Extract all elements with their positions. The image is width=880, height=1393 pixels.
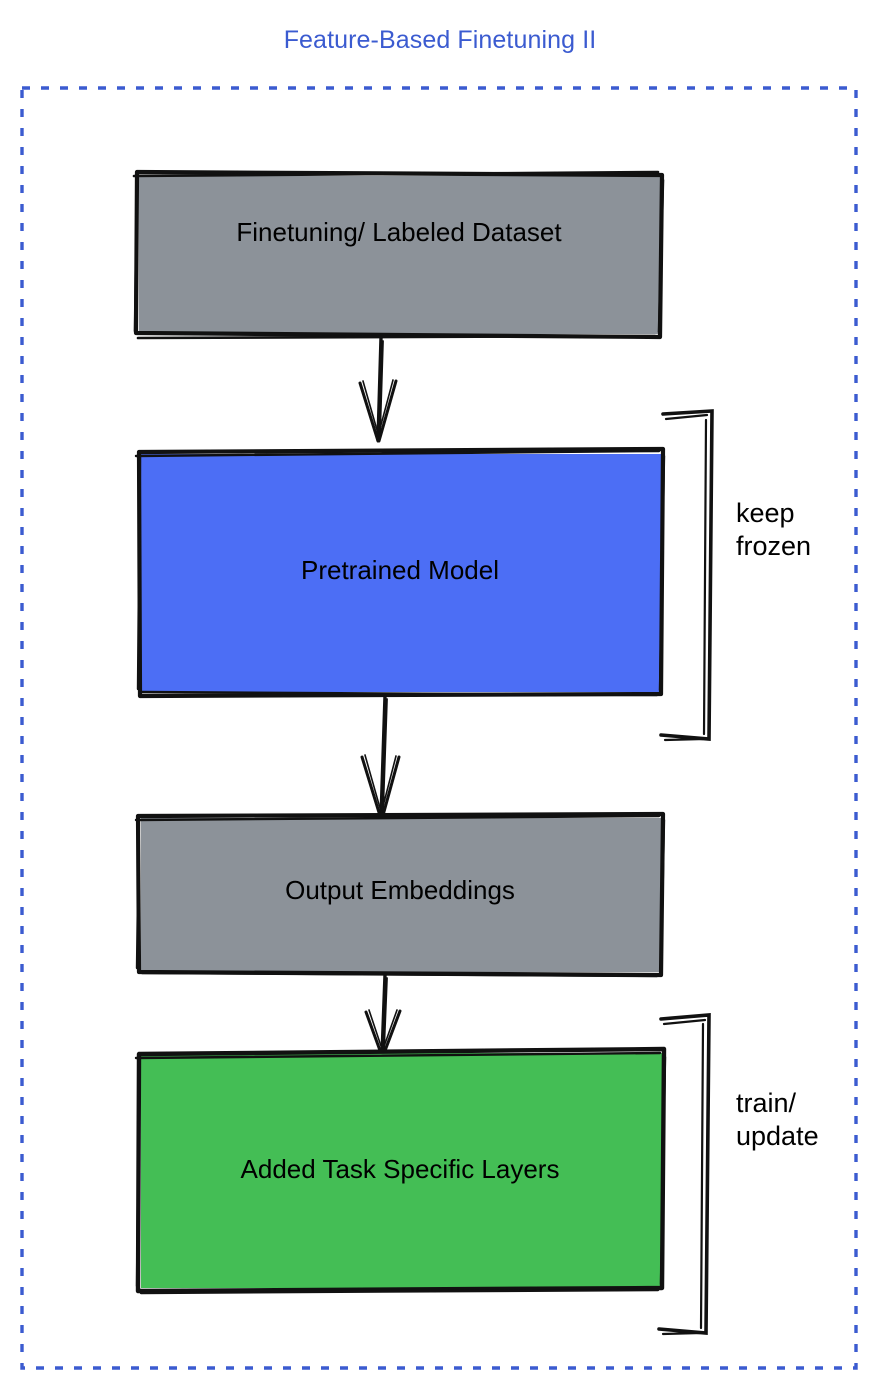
bracket-train-update [657, 1013, 711, 1336]
node-dataset-fill [139, 176, 661, 334]
node-task-layers-fill [141, 1053, 663, 1288]
node-task-layers-outline-sketch [134, 1051, 667, 1295]
edge-dataset-to-pretrained [358, 336, 398, 443]
node-embeddings-outline-sketch [134, 814, 666, 978]
node-task-layers[interactable] [134, 1046, 667, 1295]
annotation-keep-frozen-label: keep frozen [736, 498, 812, 561]
annotation-train-update-label: train/ update [736, 1088, 819, 1151]
page-title: Feature-Based Finetuning II [283, 26, 597, 54]
bracket-keep-frozen [659, 409, 714, 742]
edge-pretrained-to-embeddings [360, 694, 401, 821]
node-pretrained-fill [141, 454, 661, 692]
outer-dashed-frame [20, 86, 858, 1370]
edge-embeddings-to-task-layers [364, 973, 402, 1058]
node-embeddings-fill [141, 818, 661, 972]
node-dataset[interactable] [132, 169, 665, 340]
node-dataset-outline-sketch [132, 170, 665, 340]
node-pretrained[interactable] [134, 446, 666, 699]
node-embeddings[interactable] [134, 811, 666, 978]
node-pretrained-outline-sketch [134, 449, 666, 697]
